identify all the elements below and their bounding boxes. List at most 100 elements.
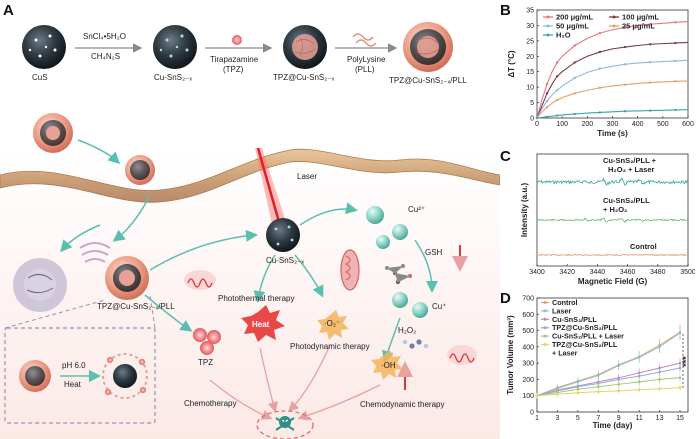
data-point <box>596 390 600 393</box>
legend-label: + Laser <box>552 348 578 357</box>
spectrum-control <box>536 253 689 257</box>
data-point <box>545 115 549 118</box>
x-tick-label: 100 <box>556 121 568 128</box>
label-ptt: Photothermal therapy <box>218 294 295 303</box>
y-tick-label: 400 <box>522 344 534 351</box>
data-point <box>623 63 627 66</box>
data-point <box>649 81 652 84</box>
x-tick-label: 500 <box>657 121 669 128</box>
label-chemo: Chemotherapy <box>184 399 237 408</box>
panel-d-label: D <box>500 290 511 307</box>
series-label-h2o2-2: + H₂O₂ <box>603 205 627 214</box>
convergence-arrows <box>209 344 381 421</box>
x-tick-label: 7 <box>596 415 600 422</box>
legend-label: 200 μg/mL <box>556 13 594 22</box>
data-point <box>649 22 652 26</box>
label-step3-top: PolyLysine <box>347 55 386 64</box>
y-tick-label: 100 <box>522 393 534 400</box>
inset-released-particle <box>102 353 148 399</box>
x-tick-label: 3400 <box>529 269 545 276</box>
label-o2: ·O₂⁻ <box>324 319 341 328</box>
data-point <box>573 61 576 64</box>
x-tick-label: 3 <box>555 415 559 422</box>
x-tick-label: 1 <box>535 415 539 422</box>
y-axis-label: ΔT (°C) <box>507 50 516 78</box>
cell-membrane <box>0 148 500 203</box>
x-tick-label: 3420 <box>559 269 575 276</box>
plot-frame <box>536 297 689 413</box>
series-line <box>536 377 681 397</box>
y-tick-label: 300 <box>522 361 534 368</box>
inset-link-left <box>4 299 106 329</box>
label-heat: Heat <box>252 320 270 329</box>
label-cus: CuS <box>32 73 48 82</box>
label-cu-sns: Cu-SnS₂₋ₓ <box>154 73 192 82</box>
x-tick-label: 13 <box>656 415 664 422</box>
label-cdt: Chemodynamic therapy <box>360 400 445 409</box>
x-tick-label: 400 <box>632 121 644 128</box>
label-cu1: Cu⁺ <box>432 302 447 311</box>
label-tpz-cu-sns: TPZ@Cu-SnS₂₋ₓ <box>273 73 335 82</box>
series-line <box>536 41 689 119</box>
data-point <box>545 106 549 109</box>
x-axis-label: Time (s) <box>597 129 628 138</box>
y-tick-label: 500 <box>522 328 534 335</box>
data-point <box>598 86 602 89</box>
tpz-cu-sns-pll-particle-cell <box>105 256 149 300</box>
x-tick-label: 3460 <box>620 269 636 276</box>
data-point <box>535 394 539 398</box>
legend-label: Cu-SnS₂/PLL + Laser <box>552 332 624 341</box>
legend-label: Control <box>552 298 578 307</box>
data-point <box>678 361 682 365</box>
legend-label: H₂O <box>556 31 571 40</box>
data-point <box>623 45 627 49</box>
legend-label: TPZ@Cu-SnS₂/PLL <box>552 340 618 349</box>
data-point <box>623 83 627 86</box>
legend-marker <box>543 343 547 346</box>
spectrum-h2o2 <box>536 217 689 224</box>
panel-b-label: B <box>500 2 511 19</box>
y-axis-label: Intensity (a.u.) <box>520 183 529 238</box>
series-line <box>536 332 681 397</box>
legend-marker <box>546 33 550 37</box>
data-point <box>617 364 621 367</box>
y-tick-label: 200 <box>522 377 534 384</box>
y-tick-label: 30 <box>526 23 534 30</box>
data-point <box>555 114 559 117</box>
y-tick-label: 35 <box>526 8 534 15</box>
heat-wave-icon-right <box>447 345 477 365</box>
y-axis-label: Tumor Volume (mm³) <box>506 315 515 395</box>
label-tpz: TPZ <box>198 358 214 367</box>
legend-marker <box>546 24 550 28</box>
data-point <box>674 21 677 24</box>
series-line <box>536 59 689 119</box>
label-cu2: Cu²⁺ <box>408 205 426 214</box>
y-tick-label: 600 <box>522 312 534 319</box>
data-point <box>674 108 677 112</box>
data-point <box>617 378 621 381</box>
gsh-molecule <box>385 264 412 284</box>
y-tick-label: 5 <box>530 100 534 107</box>
series-line <box>536 21 689 119</box>
label-step1-top: SnCl₄•5H₂O <box>83 32 126 41</box>
y-tick-label: 15 <box>526 69 534 76</box>
label-laser: Laser <box>297 172 318 181</box>
tpz-molecule <box>232 35 242 45</box>
h2o2-molecule <box>402 339 429 349</box>
legend-label: Cu-SnS₂/PLL <box>552 315 597 324</box>
data-point <box>658 345 661 349</box>
endosome-arrow <box>112 194 151 242</box>
to-cu2-arrow <box>299 202 358 226</box>
series-line <box>536 362 681 397</box>
data-point <box>637 380 641 384</box>
data-point <box>617 383 621 386</box>
x-axis-label: Magnetic Field (G) <box>578 277 648 286</box>
heat-burst <box>241 305 285 342</box>
data-point <box>573 76 576 80</box>
plot-frame <box>536 153 689 267</box>
label-h2o2: H₂O₂ <box>398 326 417 335</box>
pll-icon <box>352 33 377 47</box>
series-line <box>536 80 689 119</box>
x-tick-label: 15 <box>676 415 684 422</box>
